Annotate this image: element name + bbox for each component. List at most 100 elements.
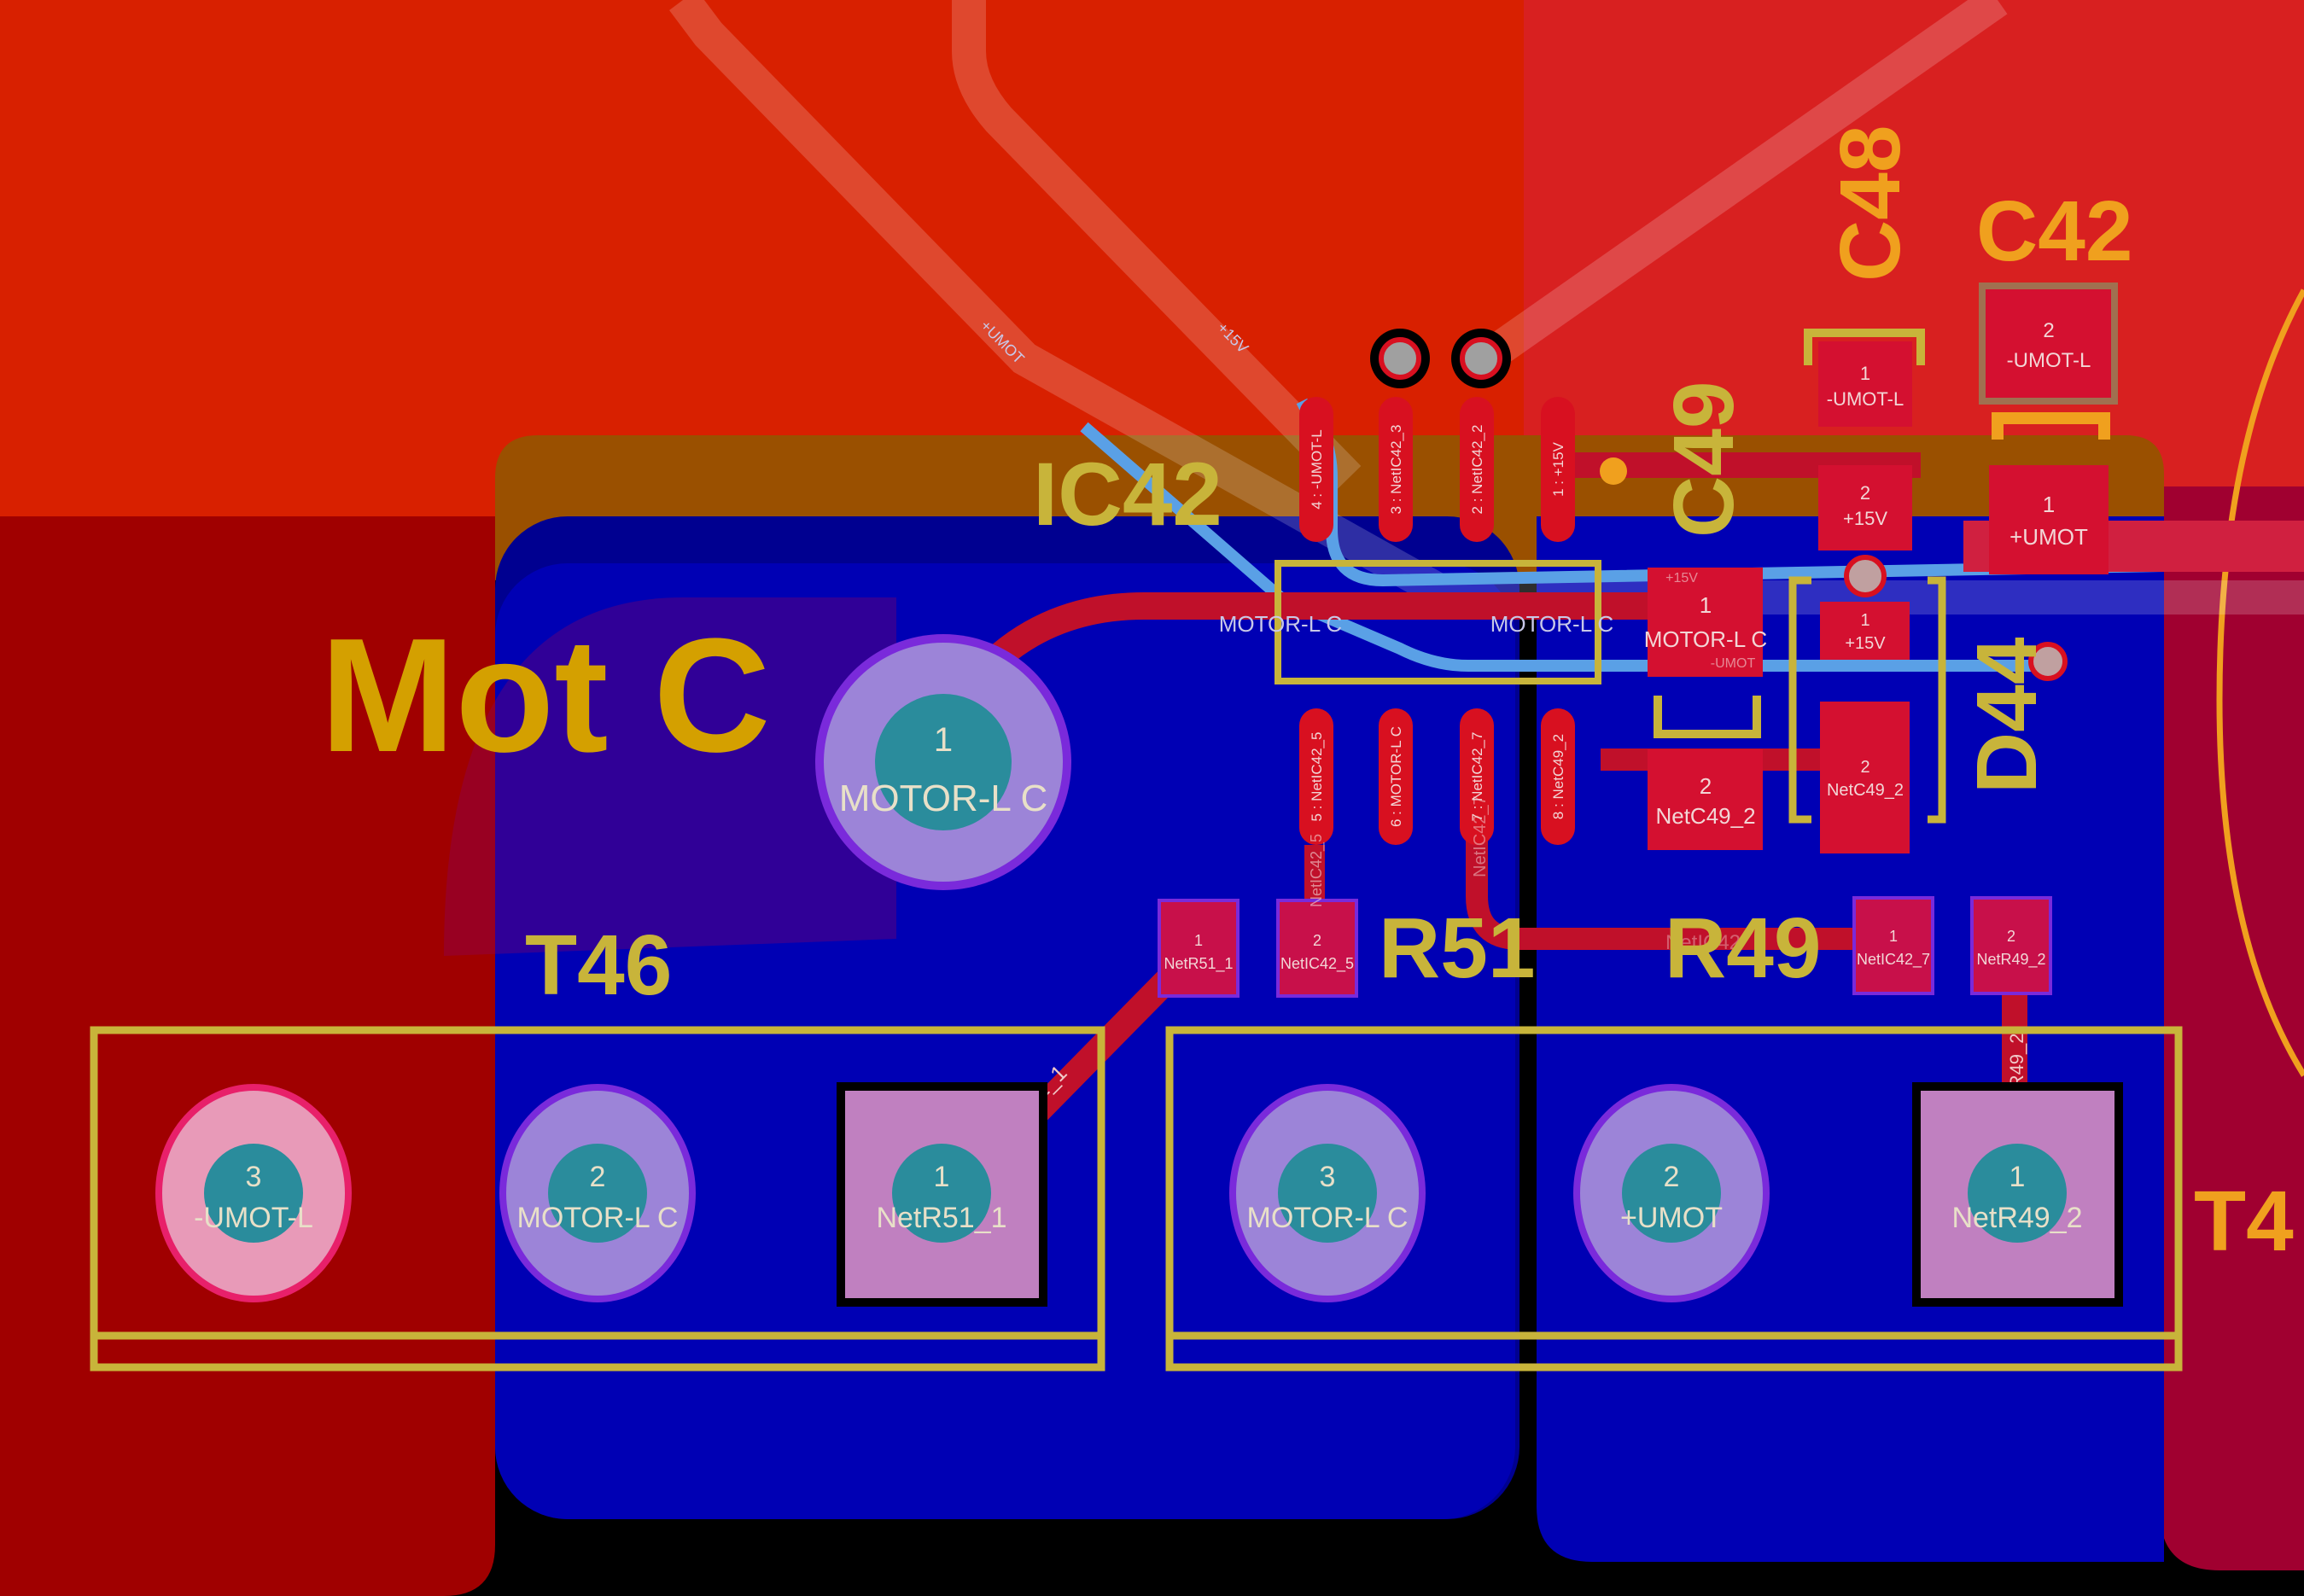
c49-pad-1-number: 1	[1700, 592, 1712, 618]
t4x-pad-2-net: +UMOT	[1620, 1202, 1723, 1234]
r51-ghost-label: NetIC42_5	[1308, 834, 1326, 907]
ic42-pin-7-label: 7 : NetIC42_7	[1469, 732, 1485, 822]
t4x-designator: T4	[2194, 1174, 2294, 1269]
ic42-pin-8[interactable]	[1541, 708, 1575, 845]
t4x-footprint: 3 MOTOR-L C 2 +UMOT 1 NetR49_2	[1165, 1026, 2183, 1372]
track-netic42-7	[1466, 725, 1887, 950]
ic42-pin-1[interactable]	[1541, 397, 1575, 542]
c48-pad-1[interactable]	[1818, 341, 1912, 427]
t46-pad-1-net: NetR51_1	[876, 1202, 1006, 1234]
c48-pad-2[interactable]	[1818, 465, 1912, 550]
c42-pad-1-number: 1	[2043, 492, 2055, 517]
t46-pad-1[interactable]: 1 NetR51_1	[837, 1082, 1047, 1307]
r49-pad-2-number: 2	[2007, 928, 2015, 945]
ic42-pin-3[interactable]	[1379, 397, 1413, 542]
r49-ghost-label: NetIC42	[1665, 931, 1741, 954]
r49-pad-2[interactable]	[1970, 896, 2052, 995]
c49-pad-1[interactable]	[1648, 568, 1763, 677]
t4x-pad-2[interactable]: 2 +UMOT	[1573, 1084, 1770, 1302]
c48-designator: C48	[1823, 125, 1918, 282]
c42-pad-2[interactable]	[1979, 283, 2118, 405]
r49-pad-2-net: NetR49_2	[1976, 951, 2045, 969]
r51-pad-1-number: 1	[1194, 932, 1203, 949]
r51-pad-2-number: 2	[1313, 932, 1321, 949]
ic42-pin-8-label: 8 : NetC49_2	[1550, 734, 1566, 819]
t4x-pad-3-number: 3	[1320, 1161, 1336, 1193]
c42-pad-2-number: 2	[2043, 319, 2054, 342]
vias	[1370, 329, 2068, 681]
ic42-pin-4[interactable]	[1299, 397, 1333, 542]
c42-designator: C42	[1976, 183, 2132, 279]
ic42-pin-5-label: 5 : NetIC42_5	[1309, 732, 1325, 822]
t46-pad-3-drill	[204, 1144, 303, 1243]
c49-silk-mark	[1654, 696, 1761, 738]
via-2-ring	[1460, 337, 1502, 380]
t4x-pad-3-net: MOTOR-L C	[1247, 1202, 1409, 1234]
d44-silk-right	[1928, 576, 1946, 824]
c48-silk-mark	[1804, 329, 1925, 365]
r49-pad-1-number: 1	[1889, 928, 1898, 945]
t4x-pad-2-drill	[1622, 1144, 1721, 1243]
via-3[interactable]	[1844, 555, 1887, 597]
mot-c-label: Mot C	[320, 605, 771, 786]
big-pad-number: 1	[934, 721, 953, 759]
ic42-pin-6[interactable]	[1379, 708, 1413, 845]
d44-pad-1-number: 1	[1860, 611, 1869, 630]
r51-pad-2-net: NetIC42_5	[1280, 955, 1354, 973]
designators: Mot C IC42 T46 R51 R49 C48 C42 C49 D44 T…	[320, 125, 2294, 1269]
c49-footprint: 1 MOTOR-L C +15V -UMOT 2 NetC49_2	[1644, 568, 1767, 850]
t4x-pad-3-drill	[1278, 1144, 1377, 1243]
d44-pad-2[interactable]	[1820, 702, 1910, 853]
big-pad-net: MOTOR-L C	[839, 778, 1047, 819]
d44-silk-left	[1788, 576, 1811, 824]
t46-footprint: 3 -UMOT-L 2 MOTOR-L C 1 NetR51_1	[90, 1026, 1105, 1372]
r51-pad-1[interactable]	[1158, 899, 1239, 998]
t4x-pad-1-number: 1	[2009, 1161, 2026, 1193]
ic42-outline	[1274, 560, 1601, 684]
r49-pad-1-net: NetIC42_7	[1857, 951, 1930, 969]
t46-pad-2-drill	[548, 1144, 647, 1243]
t46-pad-2[interactable]: 2 MOTOR-L C	[499, 1084, 696, 1302]
bottom-copper-right	[1537, 516, 2164, 1562]
ic42-pin-5[interactable]	[1299, 708, 1333, 845]
pin1-marker	[1600, 457, 1627, 485]
t4x-pad-3[interactable]: 3 MOTOR-L C	[1229, 1084, 1426, 1302]
d44-pad-2-net: NetC49_2	[1827, 781, 1904, 800]
c42-silk-mark	[1992, 412, 2110, 440]
c49-pad-2[interactable]	[1648, 749, 1763, 850]
ic42-pin-2-label: 2 : NetIC42_2	[1469, 425, 1485, 515]
ic42-label-motor-lc-b: MOTOR-L C	[1490, 611, 1613, 637]
ic42-pin-7[interactable]	[1460, 708, 1494, 845]
bottom-copper-left-inner	[495, 563, 1515, 1519]
r51-designator: R51	[1379, 900, 1535, 996]
overlay-left	[444, 597, 896, 956]
ghost-trace-15v	[952, 0, 1362, 490]
d44-designator: D44	[1959, 637, 2055, 794]
c42-pad-1[interactable]	[1989, 465, 2109, 574]
r51-pad-1-net: NetR51_1	[1164, 955, 1233, 973]
t4x-pad-1-drill	[1968, 1144, 2067, 1243]
c48-footprint: 1 -UMOT-L 2 +15V	[1804, 329, 1925, 550]
r51-pad-2[interactable]	[1276, 899, 1358, 998]
c48-pad-2-net: +15V	[1843, 508, 1887, 529]
c49-pad-1-net: MOTOR-L C	[1644, 626, 1767, 652]
t4x-outline	[1165, 1026, 2183, 1372]
ghost-trace-umot	[669, 0, 2304, 615]
t46-pad-3[interactable]: 3 -UMOT-L	[155, 1084, 352, 1302]
ic42-pin-2[interactable]	[1460, 397, 1494, 542]
c49-ghost-umot: -UMOT	[1711, 656, 1756, 671]
c48-pad-2-number: 2	[1860, 482, 1870, 504]
via-4[interactable]	[2028, 642, 2068, 681]
d44-pad-2-number: 2	[1860, 758, 1869, 777]
t4x-pad-1[interactable]: 1 NetR49_2	[1912, 1082, 2123, 1307]
c42-footprint: 2 -UMOT-L 1 +UMOT	[1979, 283, 2118, 574]
r49-pad-1[interactable]	[1852, 896, 1934, 995]
d44-pad-1[interactable]	[1820, 602, 1910, 660]
ic42-pin-1-label: 1 : +15V	[1550, 441, 1566, 496]
d44-pad-1-net: +15V	[1845, 634, 1886, 653]
t46-pad-1-drill	[892, 1144, 991, 1243]
ghost-traces: +UMOT +15V	[669, 0, 2304, 615]
big-pad-motor-lc[interactable]: 1 MOTOR-L C	[815, 634, 1071, 890]
ic42-pin-6-label: 6 : MOTOR-L C	[1388, 726, 1404, 827]
